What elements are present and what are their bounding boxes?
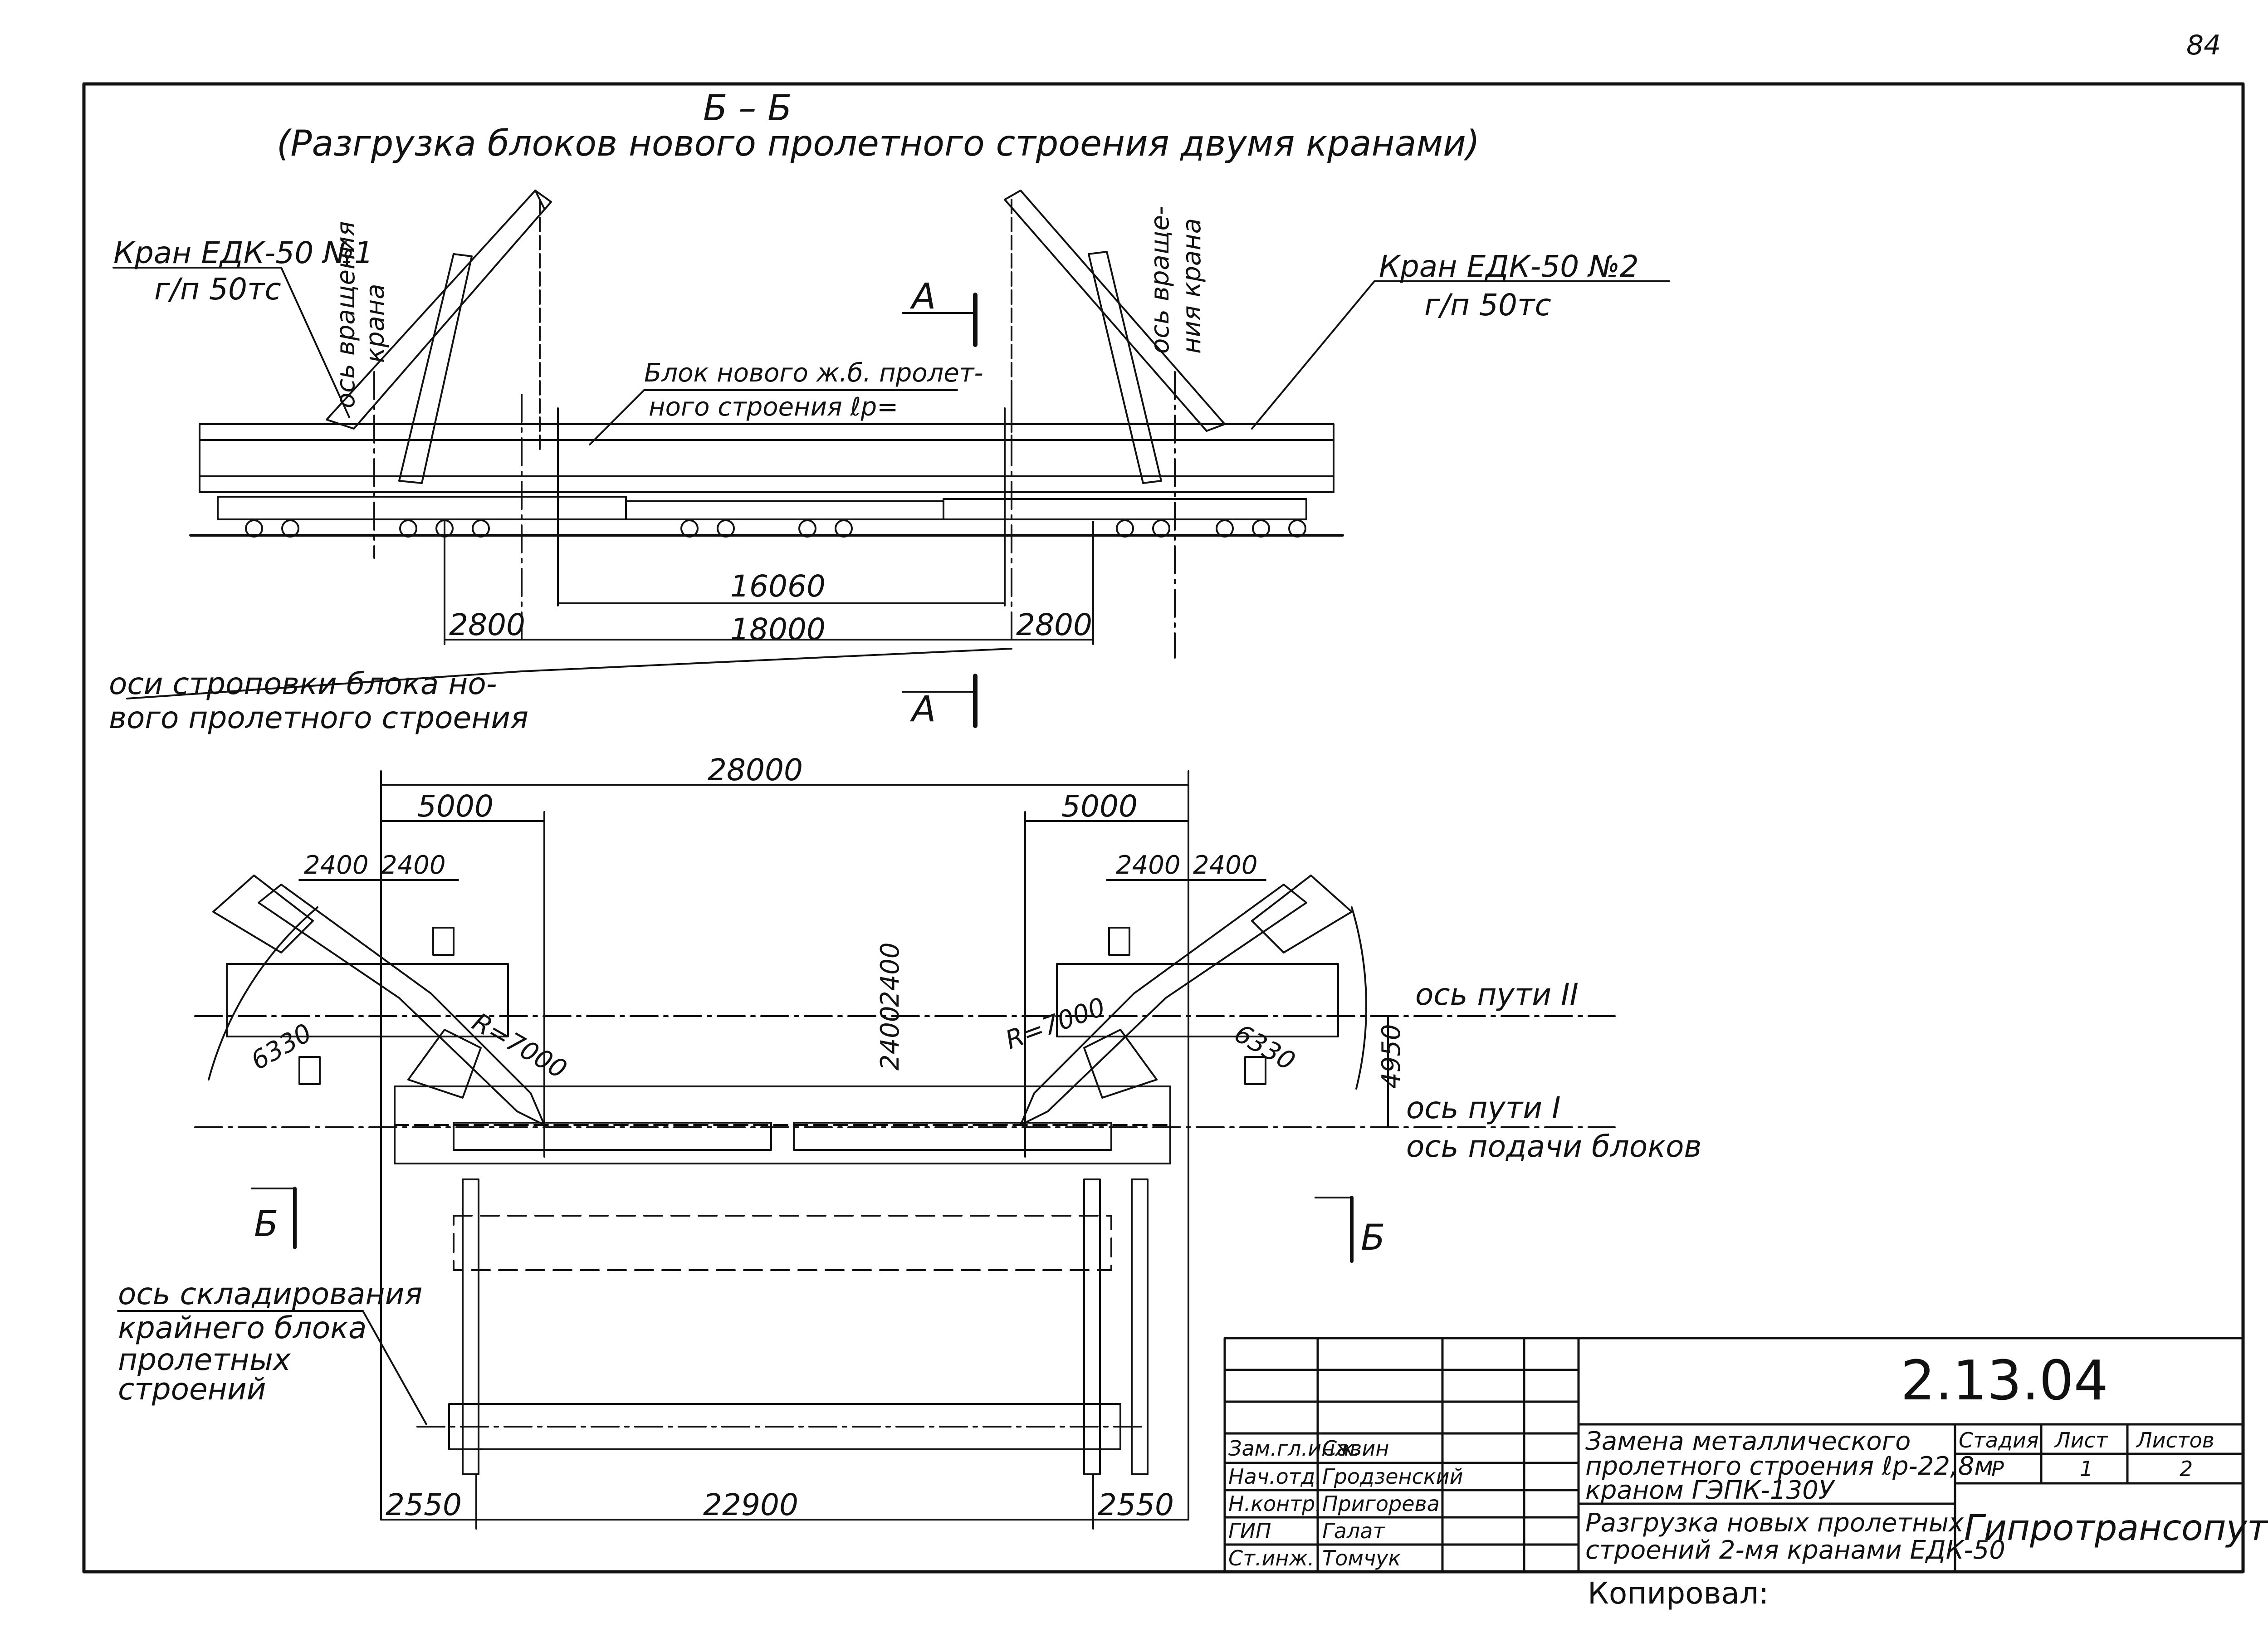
dim-5000-left: 5000: [417, 789, 494, 824]
work-title-2: пролетного строения ℓр-22,8м: [1585, 1452, 1994, 1481]
work-title-1: Замена металлического: [1585, 1427, 1911, 1456]
page-number: 84: [2186, 29, 2221, 61]
dim-2400-d: 2400: [1193, 851, 1258, 880]
plan-view: [117, 770, 1616, 1530]
crane1-capacity: г/п 50тс: [154, 272, 281, 307]
name-2: Гродзенский: [1322, 1464, 1463, 1489]
section-mark-a-bottom: А: [912, 689, 936, 730]
sheet-title-2: строений 2-мя кранами ЕДК-50: [1585, 1535, 2005, 1565]
drawing-code: 2.13.04: [1901, 1350, 2109, 1413]
rotation-axis-2-b: ния крана: [1177, 218, 1207, 354]
storage-axis-line4: строений: [118, 1372, 266, 1407]
name-5: Томчук: [1322, 1546, 1401, 1570]
dim-2400-vertical-lower: 2400: [875, 1006, 905, 1071]
section-mark-a-top: А: [912, 276, 936, 317]
dim-2400-c: 2400: [1116, 851, 1181, 880]
rotation-axis-2-a: ось враще-: [1145, 205, 1175, 354]
dim-4950: 4950: [1377, 1024, 1406, 1089]
section-bb-elevation: [112, 190, 1670, 728]
section-title: Б – Б: [703, 88, 792, 129]
crane1-name: Кран ЕДК-50 №1: [113, 235, 373, 270]
track-axis-2: ось пути II: [1415, 977, 1579, 1012]
dim-2550-right: 2550: [1098, 1487, 1174, 1522]
rotation-axis-1-b: крана: [361, 284, 390, 363]
crane2-capacity: г/п 50тс: [1424, 288, 1551, 323]
role-3: Н.контр.: [1228, 1491, 1322, 1516]
rotation-axis-1-a: ось вращения: [331, 221, 361, 408]
dim-16060: 16060: [730, 569, 826, 604]
sheets-value: 2: [2180, 1457, 2193, 1481]
title-block: [1223, 1337, 2244, 1573]
section-mark-b-left: Б: [254, 1204, 279, 1245]
name-3: Пригорева: [1322, 1491, 1440, 1516]
block-label-line1: Блок нового ж.б. пролет-: [644, 358, 983, 388]
dim-2800-left: 2800: [449, 607, 525, 642]
organization: Гипротрансопуть: [1964, 1508, 2268, 1549]
dim-28000: 28000: [708, 753, 803, 787]
dim-2550-left: 2550: [386, 1487, 462, 1522]
section-mark-b-right: Б: [1361, 1217, 1385, 1258]
feed-axis: ось подачи блоков: [1406, 1129, 1702, 1164]
name-4: Галат: [1322, 1519, 1385, 1543]
dim-18000: 18000: [730, 612, 826, 647]
storage-axis-line2: крайнего блока: [118, 1310, 367, 1345]
block-label-line2: ного строения ℓр=: [649, 392, 899, 422]
dim-2400-a: 2400: [304, 851, 369, 880]
section-subtitle: (Разгрузка блоков нового пролетного стро…: [277, 123, 1480, 164]
role-1: Зам.гл.инж.: [1228, 1436, 1361, 1461]
sling-axis-line1: оси строповки блока но-: [109, 666, 497, 701]
storage-axis-line1: ось складирования: [118, 1276, 423, 1311]
copied-by: Копировал:: [1588, 1576, 1769, 1611]
sheet-border: [82, 82, 2245, 1574]
stage-value: Р: [1991, 1457, 2004, 1481]
dim-2400-b: 2400: [381, 851, 446, 880]
name-1: Савин: [1322, 1436, 1389, 1461]
role-4: ГИП: [1228, 1519, 1271, 1543]
work-title-3: краном ГЭПК-130У: [1585, 1476, 1834, 1505]
stage-label: Стадия: [1959, 1428, 2039, 1452]
sheet-title-1: Разгрузка новых пролетных: [1585, 1508, 1964, 1538]
role-2: Нач.отд.: [1228, 1464, 1322, 1489]
sling-axis-line2: вого пролетного строения: [109, 700, 528, 735]
dim-2400-vertical-upper: 2400: [875, 942, 905, 1007]
role-5: Ст.инж.: [1228, 1546, 1315, 1570]
dim-22900: 22900: [703, 1487, 798, 1522]
dim-5000-right: 5000: [1061, 789, 1138, 824]
dim-2800-right: 2800: [1016, 607, 1092, 642]
storage-axis-line3: пролетных: [118, 1342, 291, 1377]
track-axis-1: ось пути I: [1406, 1090, 1561, 1125]
crane2-name: Кран ЕДК-50 №2: [1379, 249, 1639, 284]
sheet-value: 1: [2080, 1457, 2093, 1481]
sheets-label: Листов: [2136, 1428, 2214, 1452]
sheet-label: Лист: [2055, 1428, 2108, 1452]
